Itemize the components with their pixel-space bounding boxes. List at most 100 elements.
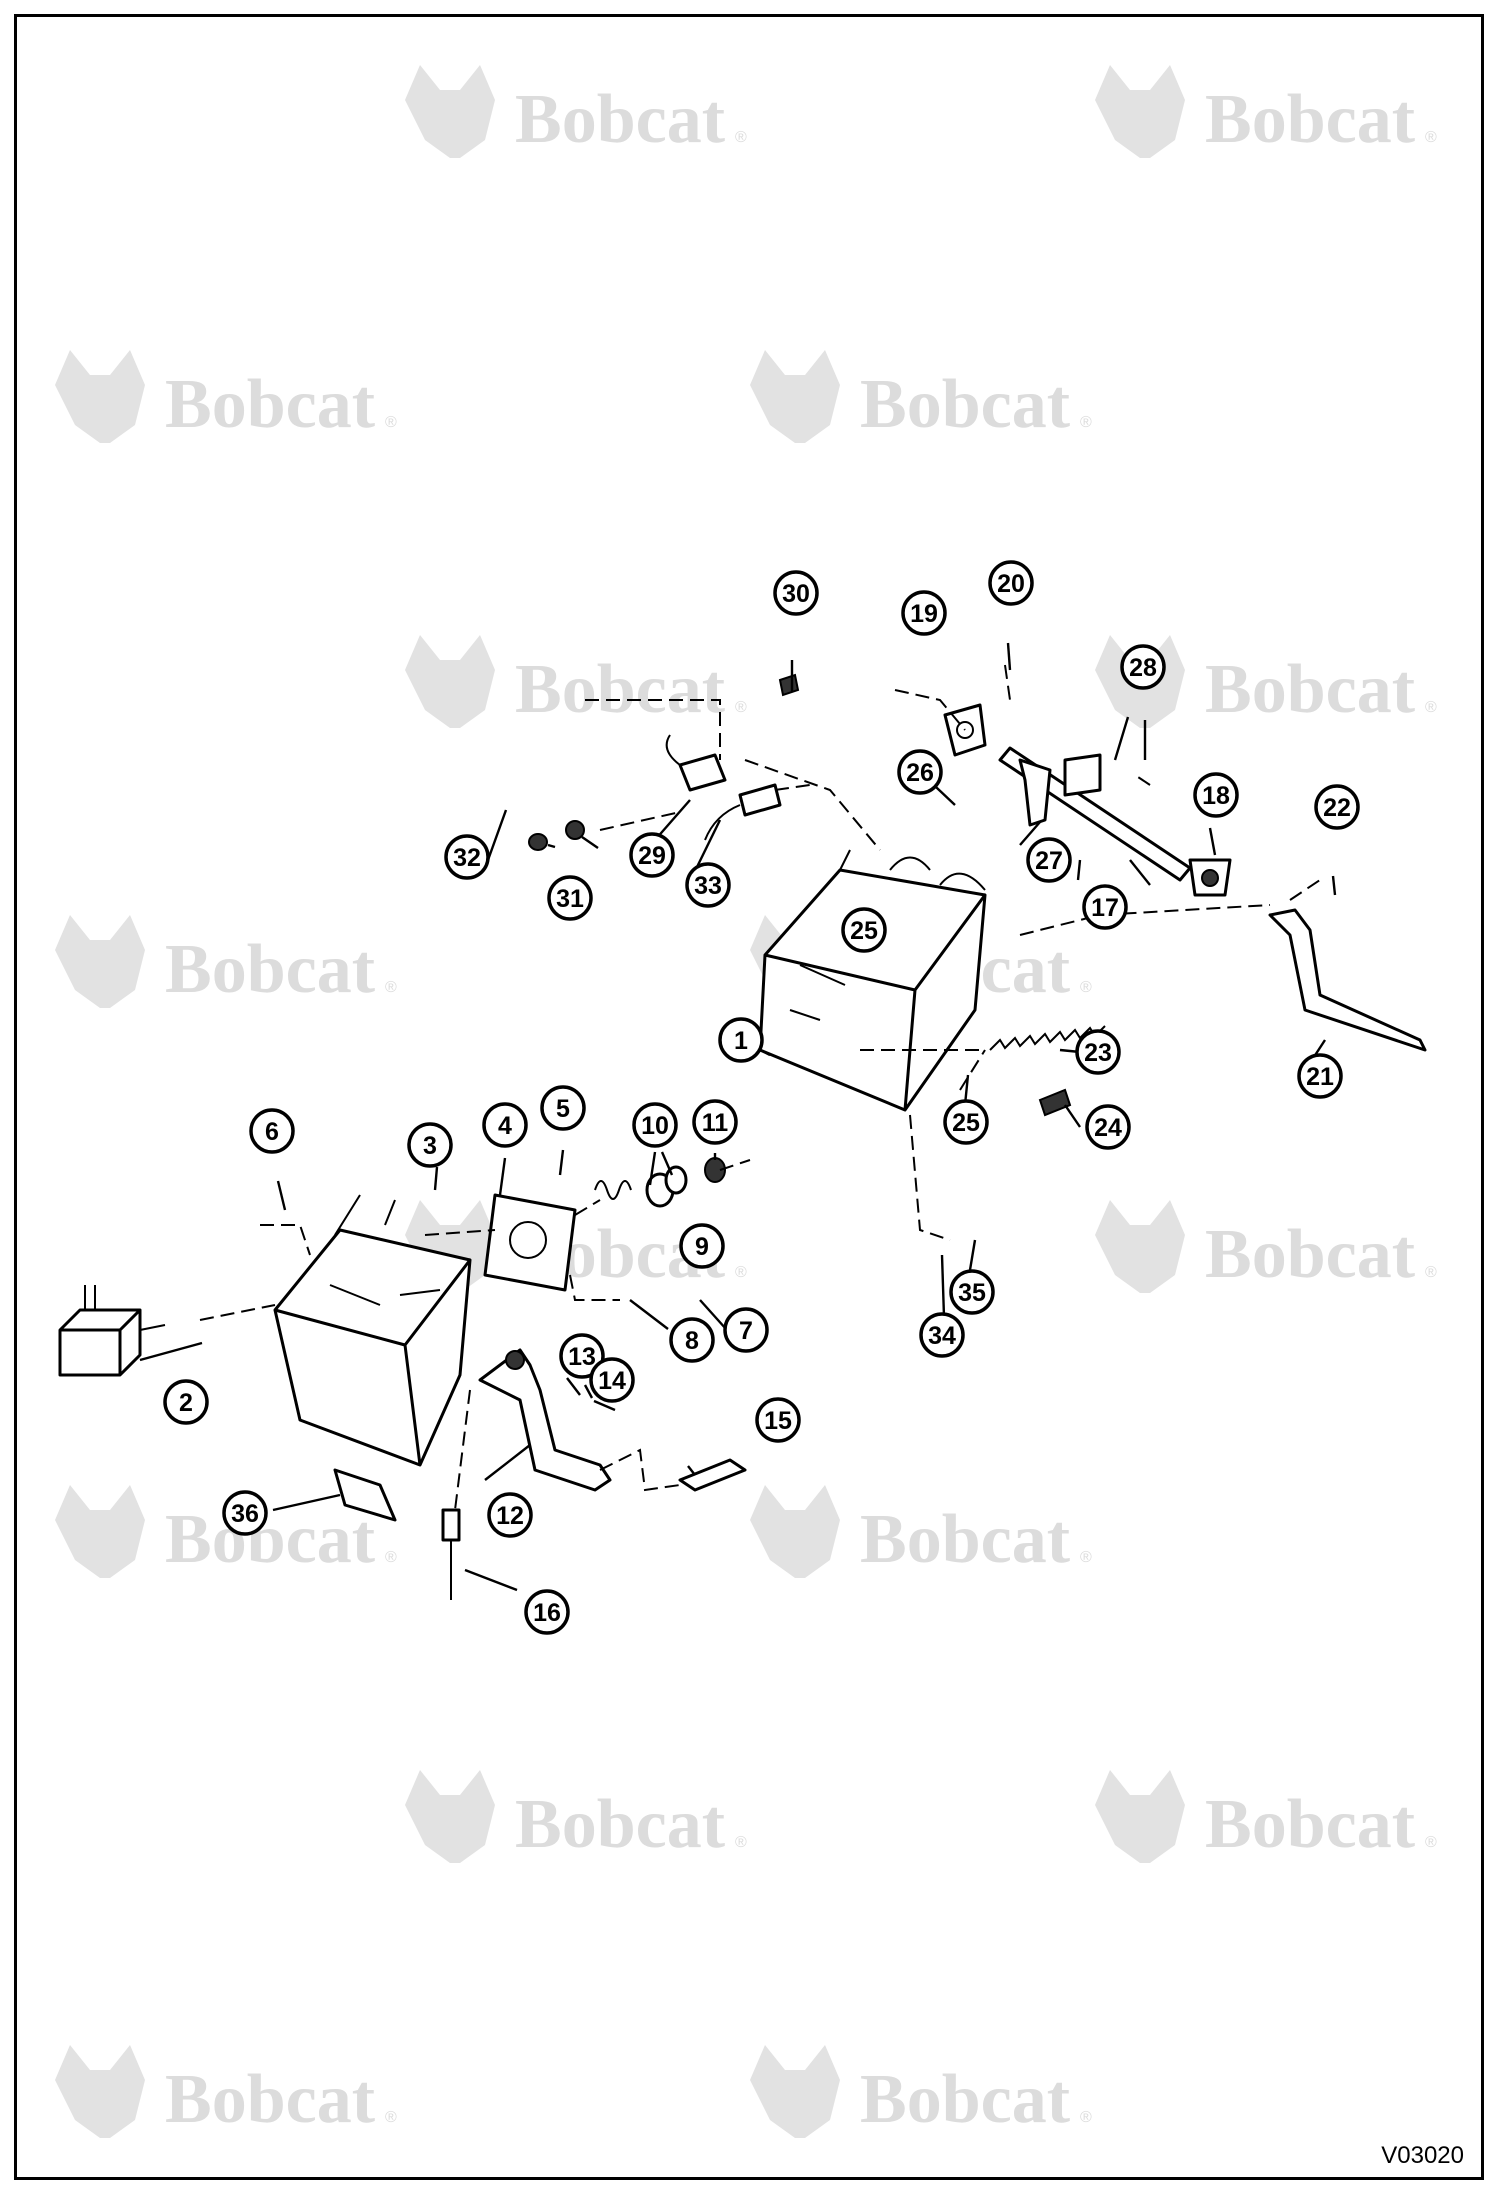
- leader-line: [569, 1274, 620, 1301]
- callout-17: 17: [1082, 884, 1128, 930]
- callout-label: 32: [453, 844, 481, 872]
- callout-3: 3: [407, 1122, 453, 1168]
- leader-line: [1019, 821, 1041, 846]
- callout-label: 25: [850, 917, 878, 945]
- callout-label: 15: [764, 1407, 792, 1435]
- callout-circle: [407, 1122, 453, 1168]
- leader-line: [260, 1224, 311, 1256]
- callout-label: 28: [1129, 654, 1157, 682]
- bobcat-head-icon: [55, 1485, 145, 1578]
- callout-23: 23: [1075, 1029, 1121, 1075]
- callout-label: 22: [1323, 794, 1351, 822]
- watermark-logo: Bobcat®: [405, 1770, 747, 1863]
- callout-26: 26: [897, 749, 943, 795]
- leader-line: [581, 836, 599, 849]
- bobcat-head-icon: [55, 350, 145, 443]
- leader-line: [272, 1493, 341, 1512]
- callout-circle: [524, 1589, 570, 1635]
- callout-label: 13: [568, 1343, 596, 1371]
- leader-line: [1129, 859, 1151, 886]
- callout-label: 3: [423, 1132, 437, 1160]
- callout-label: 20: [997, 570, 1025, 598]
- leader-line: [648, 1151, 674, 1186]
- part-spring-23: [989, 1025, 1106, 1051]
- callout-circle: [589, 1357, 635, 1403]
- part-plate-4-hole: [509, 1221, 547, 1259]
- callout-label: 27: [1035, 847, 1063, 875]
- bobcat-head-icon: [55, 2045, 145, 2138]
- callout-circle: [692, 1099, 738, 1145]
- leader-line: [593, 1399, 616, 1412]
- watermark-mark: ®: [735, 129, 747, 146]
- callout-circle: [723, 1307, 769, 1353]
- leader-line: [695, 819, 722, 868]
- callout-circle: [540, 1085, 586, 1131]
- watermark-logo: Bobcat®: [1095, 65, 1437, 158]
- callout-label: 26: [906, 759, 934, 787]
- callout-35: 35: [949, 1269, 995, 1315]
- callout-label: 6: [265, 1118, 279, 1146]
- watermark-mark: ®: [735, 1264, 747, 1281]
- callout-label: 5: [556, 1095, 570, 1123]
- callout-label: 33: [694, 872, 722, 900]
- watermark-logo: Bobcat®: [405, 65, 747, 158]
- callout-circle: [841, 907, 887, 953]
- leader-line: [583, 1384, 594, 1399]
- watermarks: Bobcat®Bobcat®Bobcat®Bobcat®Bobcat®Bobca…: [55, 65, 1437, 2138]
- leader-line: [959, 1049, 986, 1091]
- watermark-mark: ®: [1425, 1264, 1437, 1281]
- callout-27: 27: [1026, 837, 1072, 883]
- callout-circle: [773, 570, 819, 616]
- leader-line: [547, 843, 556, 849]
- callout-1: 1: [718, 1017, 764, 1063]
- leader-line: [599, 1448, 681, 1492]
- callout-circle: [679, 1223, 725, 1269]
- part-bolt-24: [1038, 1088, 1072, 1117]
- part-switch-33-wire: [704, 804, 741, 841]
- callout-label: 25: [952, 1109, 980, 1137]
- callout-label: 12: [496, 1502, 524, 1530]
- callout-36: 36: [222, 1490, 268, 1536]
- leader-line: [699, 1299, 727, 1330]
- watermark-mark: ®: [385, 2109, 397, 2126]
- watermark-text: Bobcat: [515, 651, 725, 728]
- callout-label: 7: [739, 1317, 753, 1345]
- watermark-text: Bobcat: [165, 366, 375, 443]
- callout-7: 7: [723, 1307, 769, 1353]
- watermark-text: Bobcat: [1205, 1786, 1415, 1863]
- callout-label: 23: [1084, 1039, 1112, 1067]
- callout-circle: [1120, 644, 1166, 690]
- callout-circle: [1085, 1104, 1131, 1150]
- callout-22: 22: [1314, 784, 1360, 830]
- callout-13: 13: [559, 1333, 605, 1379]
- part-pedal-12-pivot: [505, 1350, 525, 1370]
- bobcat-head-icon: [750, 350, 840, 443]
- watermark-text: Bobcat: [860, 1501, 1070, 1578]
- watermark-text: Bobcat: [860, 2061, 1070, 2138]
- leader-line: [574, 1159, 751, 1216]
- watermark-mark: ®: [735, 1834, 747, 1851]
- callout-label: 9: [695, 1233, 709, 1261]
- leader-line: [433, 1166, 439, 1191]
- watermark-logo: Bobcat®: [750, 1485, 1092, 1578]
- parts-artwork: [58, 673, 1427, 1600]
- callout-circle: [1026, 837, 1072, 883]
- leader-line: [1019, 904, 1271, 936]
- leader-line: [566, 1377, 581, 1396]
- part-arm-21: [1268, 908, 1427, 1052]
- part-valve-block-2-ports: [84, 1285, 166, 1331]
- part-switch-29: [678, 753, 727, 792]
- callout-28: 28: [1120, 644, 1166, 690]
- part-nut-32: [528, 833, 548, 851]
- part-rod-16: [441, 1508, 461, 1542]
- bobcat-head-icon: [55, 915, 145, 1008]
- watermark-mark: ®: [1080, 979, 1092, 996]
- watermark-text: Bobcat: [165, 1501, 375, 1578]
- leader-line: [629, 1299, 669, 1330]
- watermark-logo: Bobcat®: [1095, 1770, 1437, 1863]
- callout-label: 29: [638, 842, 666, 870]
- watermark-text: Bobcat: [1205, 651, 1415, 728]
- callout-10: 10: [632, 1102, 678, 1148]
- callout-circle: [444, 834, 490, 880]
- callout-circle: [669, 1317, 715, 1363]
